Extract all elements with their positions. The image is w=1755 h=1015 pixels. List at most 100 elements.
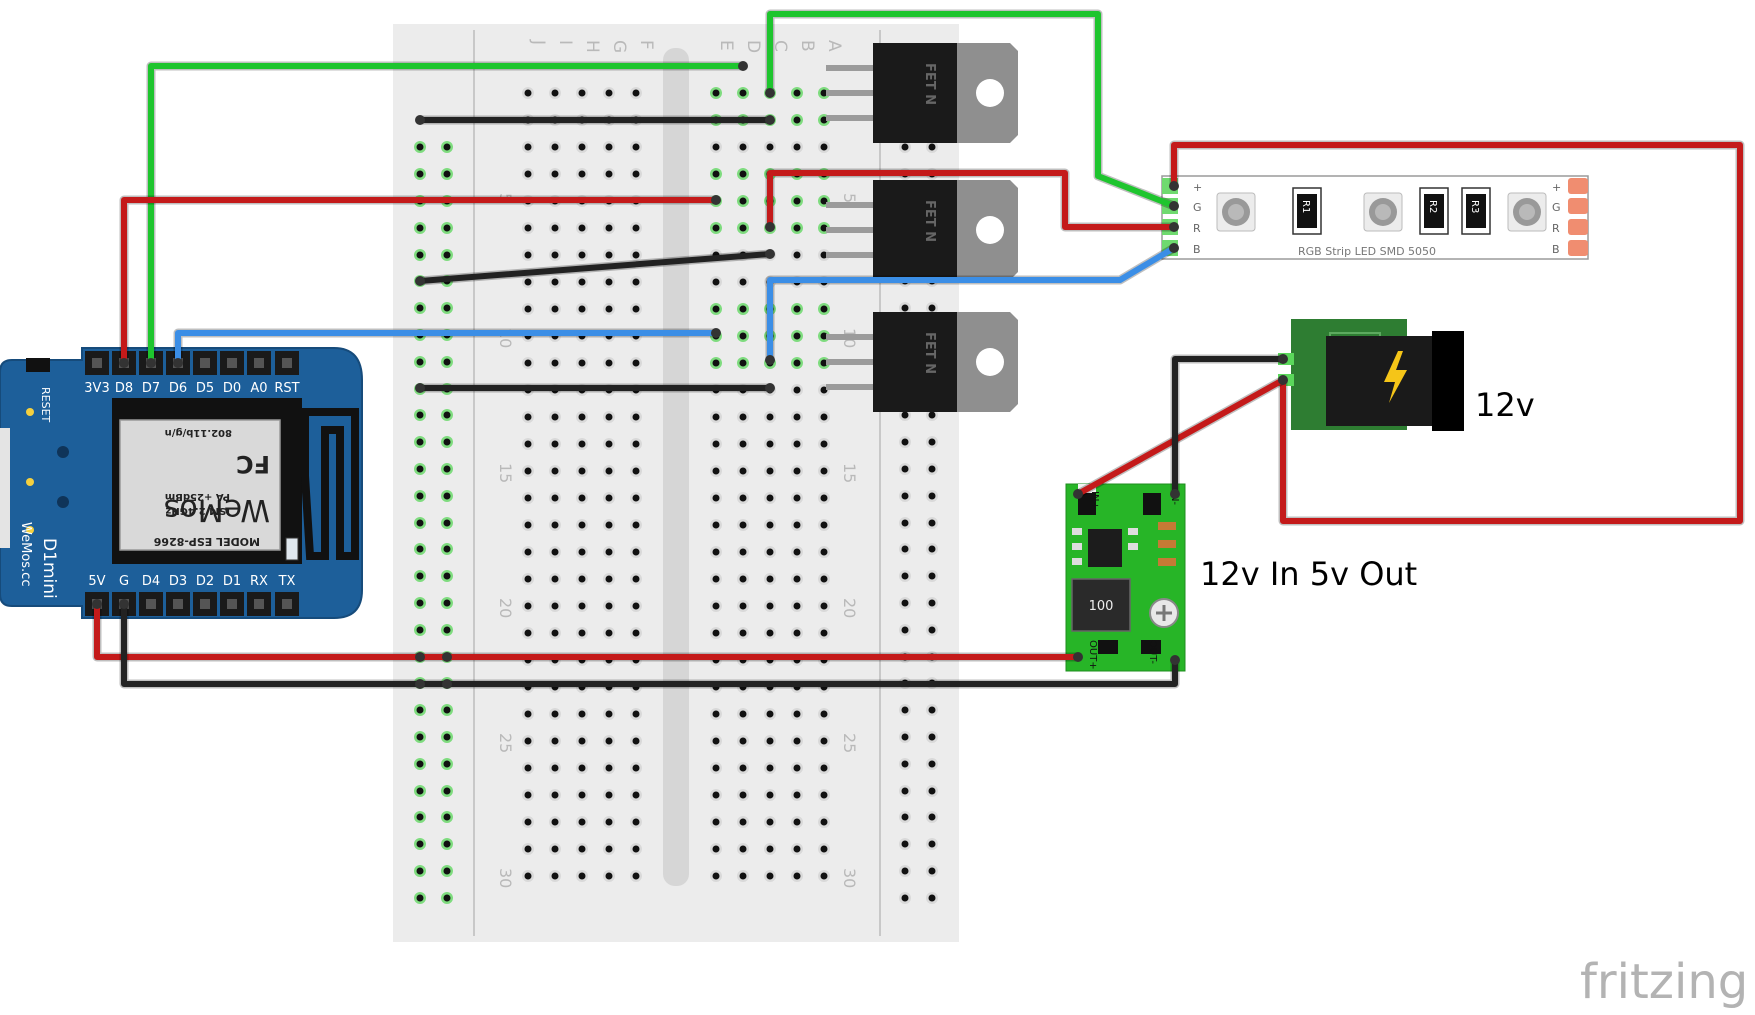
board-pin-label-d2: D2 <box>196 574 214 589</box>
wire-endpoint <box>442 652 452 662</box>
wemos-logo-text: WeMos <box>164 492 270 527</box>
red-wire-12v-to-strip-plus <box>1171 142 1743 524</box>
converter-in-plus: IN+ <box>1089 491 1100 510</box>
blue-wire-d6-to-gate3 <box>175 330 719 366</box>
red-wire-12v-to-converter-in <box>1075 377 1286 497</box>
board-pin-label-d4: D4 <box>142 574 160 589</box>
power-jack: 12v <box>1278 319 1535 431</box>
chip-wifi-text: 802.11b/g/n <box>165 427 232 438</box>
board-pin-label-d3: D3 <box>169 574 187 589</box>
red-wire-5v-to-converter-out <box>94 601 1081 660</box>
black-wire-source2-gnd <box>417 251 773 284</box>
wire-endpoint <box>92 599 102 609</box>
breadboard-col-label-a: A <box>824 40 844 52</box>
wire-endpoint <box>1073 652 1083 662</box>
mosfet-1: FET N <box>826 43 1018 143</box>
wire-endpoint <box>1169 243 1179 253</box>
fritzing-watermark: fritzing <box>1580 954 1748 1010</box>
board-name-mini: mini <box>39 562 59 599</box>
wire-endpoint <box>765 355 775 365</box>
wire-endpoint <box>415 276 425 286</box>
wire-group <box>92 9 1745 689</box>
green-wire-strip-g-to-drain1 <box>767 11 1177 209</box>
chip-ism-text: ISM 2.4GHz <box>165 505 230 516</box>
wire-endpoint <box>1169 201 1179 211</box>
breadboard-row-number: 20 <box>496 598 515 618</box>
wire-endpoint <box>415 652 425 662</box>
wire-endpoint <box>1073 489 1083 499</box>
wire-endpoint <box>711 195 721 205</box>
breadboard-row-number: 25 <box>840 733 859 753</box>
smd-5050-led <box>1507 192 1547 232</box>
mosfet-group: FET N FET N FET N <box>826 43 1018 412</box>
mosfet-3: FET N <box>826 312 1018 412</box>
wire-endpoint <box>1169 222 1179 232</box>
strip-left-pin-label: R <box>1193 222 1201 235</box>
wire-endpoint <box>1170 489 1180 499</box>
resistor-label: R3 <box>1469 200 1480 213</box>
board-pin-label-d8: D8 <box>115 381 133 396</box>
board-pin-label-rst: RST <box>274 381 299 396</box>
wire-endpoint <box>146 358 156 368</box>
board-pin-label-d6: D6 <box>169 381 187 396</box>
wire-endpoint <box>738 61 748 71</box>
wire-endpoint <box>1169 181 1179 191</box>
chip-pa-text: PA +25dBm <box>165 491 230 502</box>
black-wire-gnd-to-converter-out <box>121 601 1178 687</box>
strip-resistor: R3 <box>1461 187 1491 235</box>
wire-endpoint <box>442 679 452 689</box>
reset-button-label: RESET <box>39 387 52 423</box>
strip-left-pin-label: G <box>1193 201 1202 214</box>
breadboard-col-label-g: G <box>609 40 629 53</box>
strip-resistor: R2 <box>1419 187 1449 235</box>
wire-endpoint <box>415 679 425 689</box>
board-pin-label-a0: A0 <box>250 381 267 396</box>
breadboard-col-label-f: F <box>636 40 656 50</box>
wire-endpoint <box>765 222 775 232</box>
breadboard-col-label-b: B <box>797 40 817 52</box>
board-pin-label-d5: D5 <box>196 381 214 396</box>
breadboard-row-number: 25 <box>496 733 515 753</box>
board-pin-label-d0: D0 <box>223 381 241 396</box>
wire-endpoint <box>1278 375 1288 385</box>
smd-5050-led <box>1216 192 1256 232</box>
board-pin-label-d1: D1 <box>223 574 241 589</box>
board-pin-label-rx: RX <box>250 574 268 589</box>
wire-endpoint <box>1278 354 1288 364</box>
board-pin-label-g: G <box>119 574 129 589</box>
converter-out-minus: OUT- <box>1147 640 1158 664</box>
board-website: WeMos.cc <box>18 522 33 586</box>
smd-5050-led <box>1363 192 1403 232</box>
breadboard-col-label-i: I <box>555 40 575 45</box>
wire-endpoint <box>415 383 425 393</box>
breadboard-col-label-j: J <box>528 39 548 45</box>
wire-endpoint <box>119 358 129 368</box>
wire-endpoint <box>765 249 775 259</box>
strip-right-pin-label: G <box>1552 201 1561 214</box>
breadboard-row-number: 15 <box>496 463 515 483</box>
breadboard-col-label-h: H <box>582 40 602 53</box>
wire-endpoint <box>765 383 775 393</box>
board-pin-label-tx: TX <box>278 574 296 589</box>
board-name-d1: D1 <box>39 538 59 562</box>
mosfet-2: FET N <box>826 180 1018 280</box>
black-wire-gnd-to-converter-in <box>1172 356 1286 497</box>
strip-resistor: R1 <box>1292 187 1322 235</box>
wire-endpoint <box>765 88 775 98</box>
breadboard-col-label-c: C <box>770 40 790 52</box>
board-pin-label-5v: 5V <box>88 574 105 589</box>
strip-right-pin-label: + <box>1552 181 1561 194</box>
lightning-icon <box>1384 351 1407 403</box>
resistor-label: R1 <box>1300 200 1311 213</box>
breadboard-row-number: 20 <box>840 598 859 618</box>
strip-right-pin-label: B <box>1552 243 1560 256</box>
board-pin-label-3v3: 3V3 <box>84 381 109 396</box>
red-wire-strip-r-to-drain2 <box>767 170 1177 230</box>
board-pin-label-d7: D7 <box>142 381 160 396</box>
strip-left-pin-label: B <box>1193 243 1201 256</box>
breadboard-center-channel <box>663 48 689 886</box>
